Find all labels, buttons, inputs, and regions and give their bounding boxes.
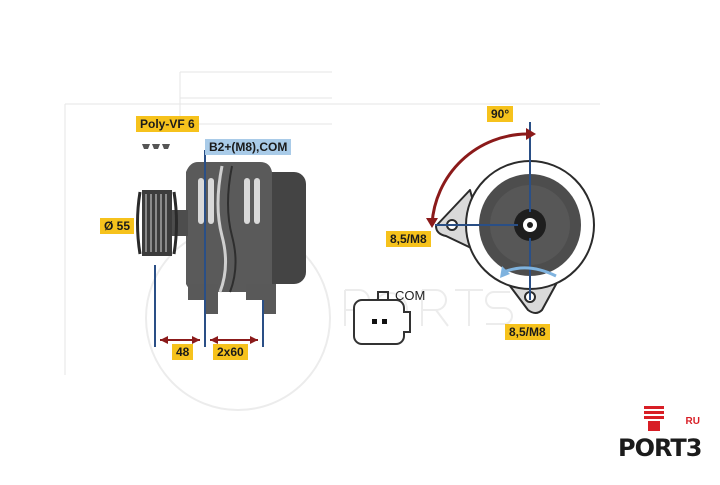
left-mount-label: 8,5/M8 [386,231,431,247]
angle-label: 90° [487,106,514,122]
alternator-side-view [136,162,306,314]
front-dimension-lines [426,122,557,300]
belt-groove-icon [142,144,170,149]
brand-logo-icon [644,406,664,431]
belt-label: Poly-VF 6 [136,116,199,132]
brand-word-text: PORT3 [618,434,702,462]
dimension-48-label: 48 [172,344,194,360]
alternator-front-view [435,160,595,314]
dimension-2x60-label: 2x60 [213,344,248,360]
side-dimension-lines [154,150,264,347]
pulley-diameter-label: Ø 55 [100,218,135,234]
connector-label: COM [395,288,426,303]
connector-icon [353,291,411,345]
background-lines [64,71,600,375]
terminal-label: B2+(M8),COM [205,139,292,155]
brand-watermark: RU PORT3 [618,412,702,462]
bottom-mount-label: 8,5/M8 [505,324,550,340]
brand-ru-text: RU [685,416,700,427]
faint-watermark [145,225,513,411]
